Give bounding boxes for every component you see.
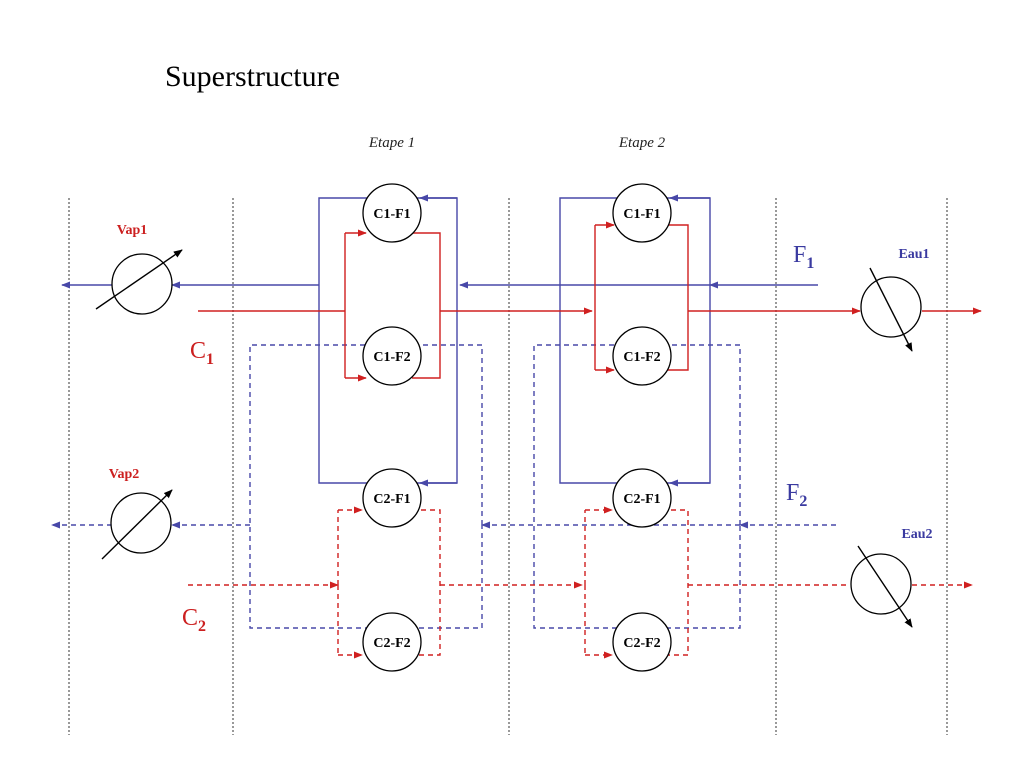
heater-vap1: Vap1	[95, 223, 183, 315]
exchanger-stage2-c2f2: C2-F2	[612, 612, 672, 672]
utility-label-eau1: Eau1	[898, 247, 929, 262]
exchanger-stage2-c1f1: C1-F1	[612, 183, 672, 243]
exchanger-label: C2-F1	[623, 492, 660, 507]
exchanger-label: C2-F2	[623, 636, 660, 651]
exchanger-label: C1-F1	[373, 207, 410, 222]
exchanger-label: C1-F2	[373, 350, 410, 365]
exchanger-stage1-c1f2: C1-F2	[362, 326, 422, 386]
stream-label-c1: C1	[190, 338, 214, 368]
stage-label-2: Etape 2	[618, 135, 666, 151]
stage-label-1: Etape 1	[368, 135, 415, 151]
stream-f2-lines	[51, 344, 836, 629]
stage-dividers	[68, 198, 948, 735]
cooler-eau2: Eau2	[850, 527, 933, 628]
utility-label-vap2: Vap2	[109, 467, 140, 482]
exchanger-label: C2-F1	[373, 492, 410, 507]
stream-c1-lines	[198, 221, 982, 382]
exchanger-stage1-c2f2: C2-F2	[362, 612, 422, 672]
stream-c2-lines	[188, 506, 973, 659]
diagram-title: Superstructure	[165, 60, 340, 93]
exchanger-label: C1-F2	[623, 350, 660, 365]
stream-label-f1: F1	[793, 242, 814, 272]
stream-label-c2: C2	[182, 605, 206, 635]
exchanger-stage1-c2f1: C2-F1	[362, 468, 422, 528]
exchanger-label: C1-F1	[623, 207, 660, 222]
cooler-eau1: Eau1	[860, 247, 930, 352]
exchanger-stage2-c2f1: C2-F1	[612, 468, 672, 528]
exchanger-stage2-c1f2: C1-F2	[612, 326, 672, 386]
heater-vap2: Vap2	[101, 467, 173, 560]
exchanger-stage1-c1f1: C1-F1	[362, 183, 422, 243]
stream-label-f2: F2	[786, 480, 807, 510]
utility-label-eau2: Eau2	[901, 527, 932, 542]
utility-label-vap1: Vap1	[117, 223, 148, 238]
exchanger-label: C2-F2	[373, 636, 410, 651]
stream-f1-lines	[61, 194, 818, 487]
